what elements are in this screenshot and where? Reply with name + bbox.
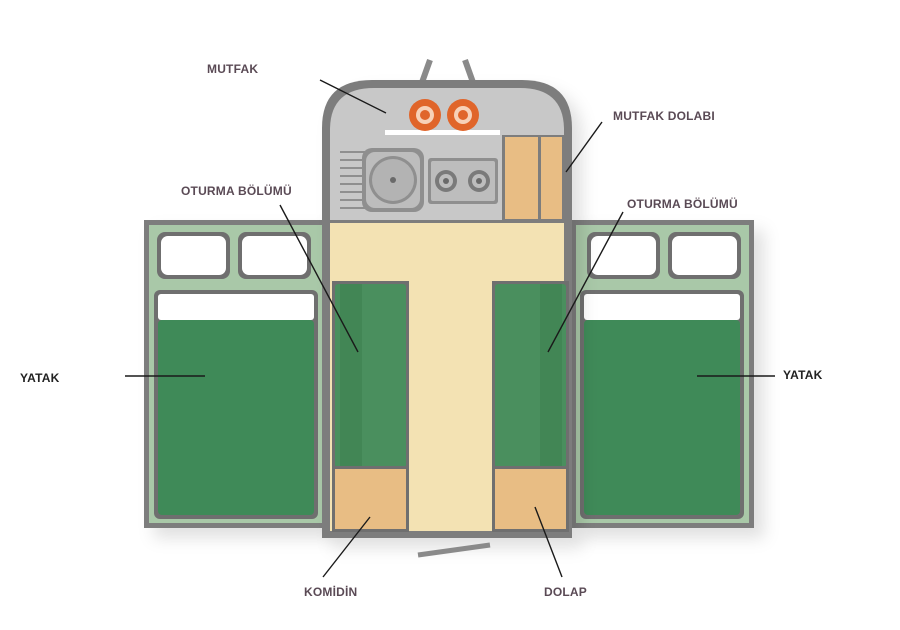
- kitchen-cabinet: [502, 135, 564, 221]
- leader-wardrobe: [534, 506, 563, 578]
- mattress-left: [154, 290, 318, 519]
- stove: [428, 158, 498, 204]
- wardrobe: [492, 466, 569, 532]
- label-kitchen-cabinet: MUTFAK DOLABI: [613, 109, 715, 123]
- leader-seating-left: [279, 204, 359, 353]
- label-bed-left: YATAK: [20, 371, 60, 385]
- pillow-left-1: [157, 232, 230, 279]
- mattress-right: [580, 290, 744, 519]
- entry-door: [417, 542, 491, 558]
- label-bed-right: YATAK: [783, 368, 823, 382]
- label-kitchen: MUTFAK: [207, 62, 259, 76]
- seating-bench-left: [332, 281, 409, 471]
- leader-kitchen: [319, 79, 387, 114]
- seating-bench-right: [492, 281, 569, 471]
- pillow-right-1: [587, 232, 660, 279]
- leader-seating-right: [547, 211, 624, 353]
- label-seating-right: OTURMA BÖLÜMÜ: [627, 197, 738, 211]
- gas-bottle-right: [447, 99, 479, 131]
- sink: [362, 148, 424, 212]
- label-nightstand: KOMİDİN: [304, 585, 358, 599]
- gas-bottle-left: [409, 99, 441, 131]
- pillow-left-2: [238, 232, 311, 279]
- label-seating-left: OTURMA BÖLÜMÜ: [181, 184, 292, 198]
- pillow-right-2: [668, 232, 741, 279]
- leader-kitchen-cabinet: [565, 121, 603, 173]
- label-wardrobe: DOLAP: [544, 585, 587, 599]
- kitchen-counter: [385, 130, 500, 135]
- drainer-board: [340, 151, 366, 209]
- leader-nightstand: [322, 516, 371, 578]
- nightstand: [332, 466, 409, 532]
